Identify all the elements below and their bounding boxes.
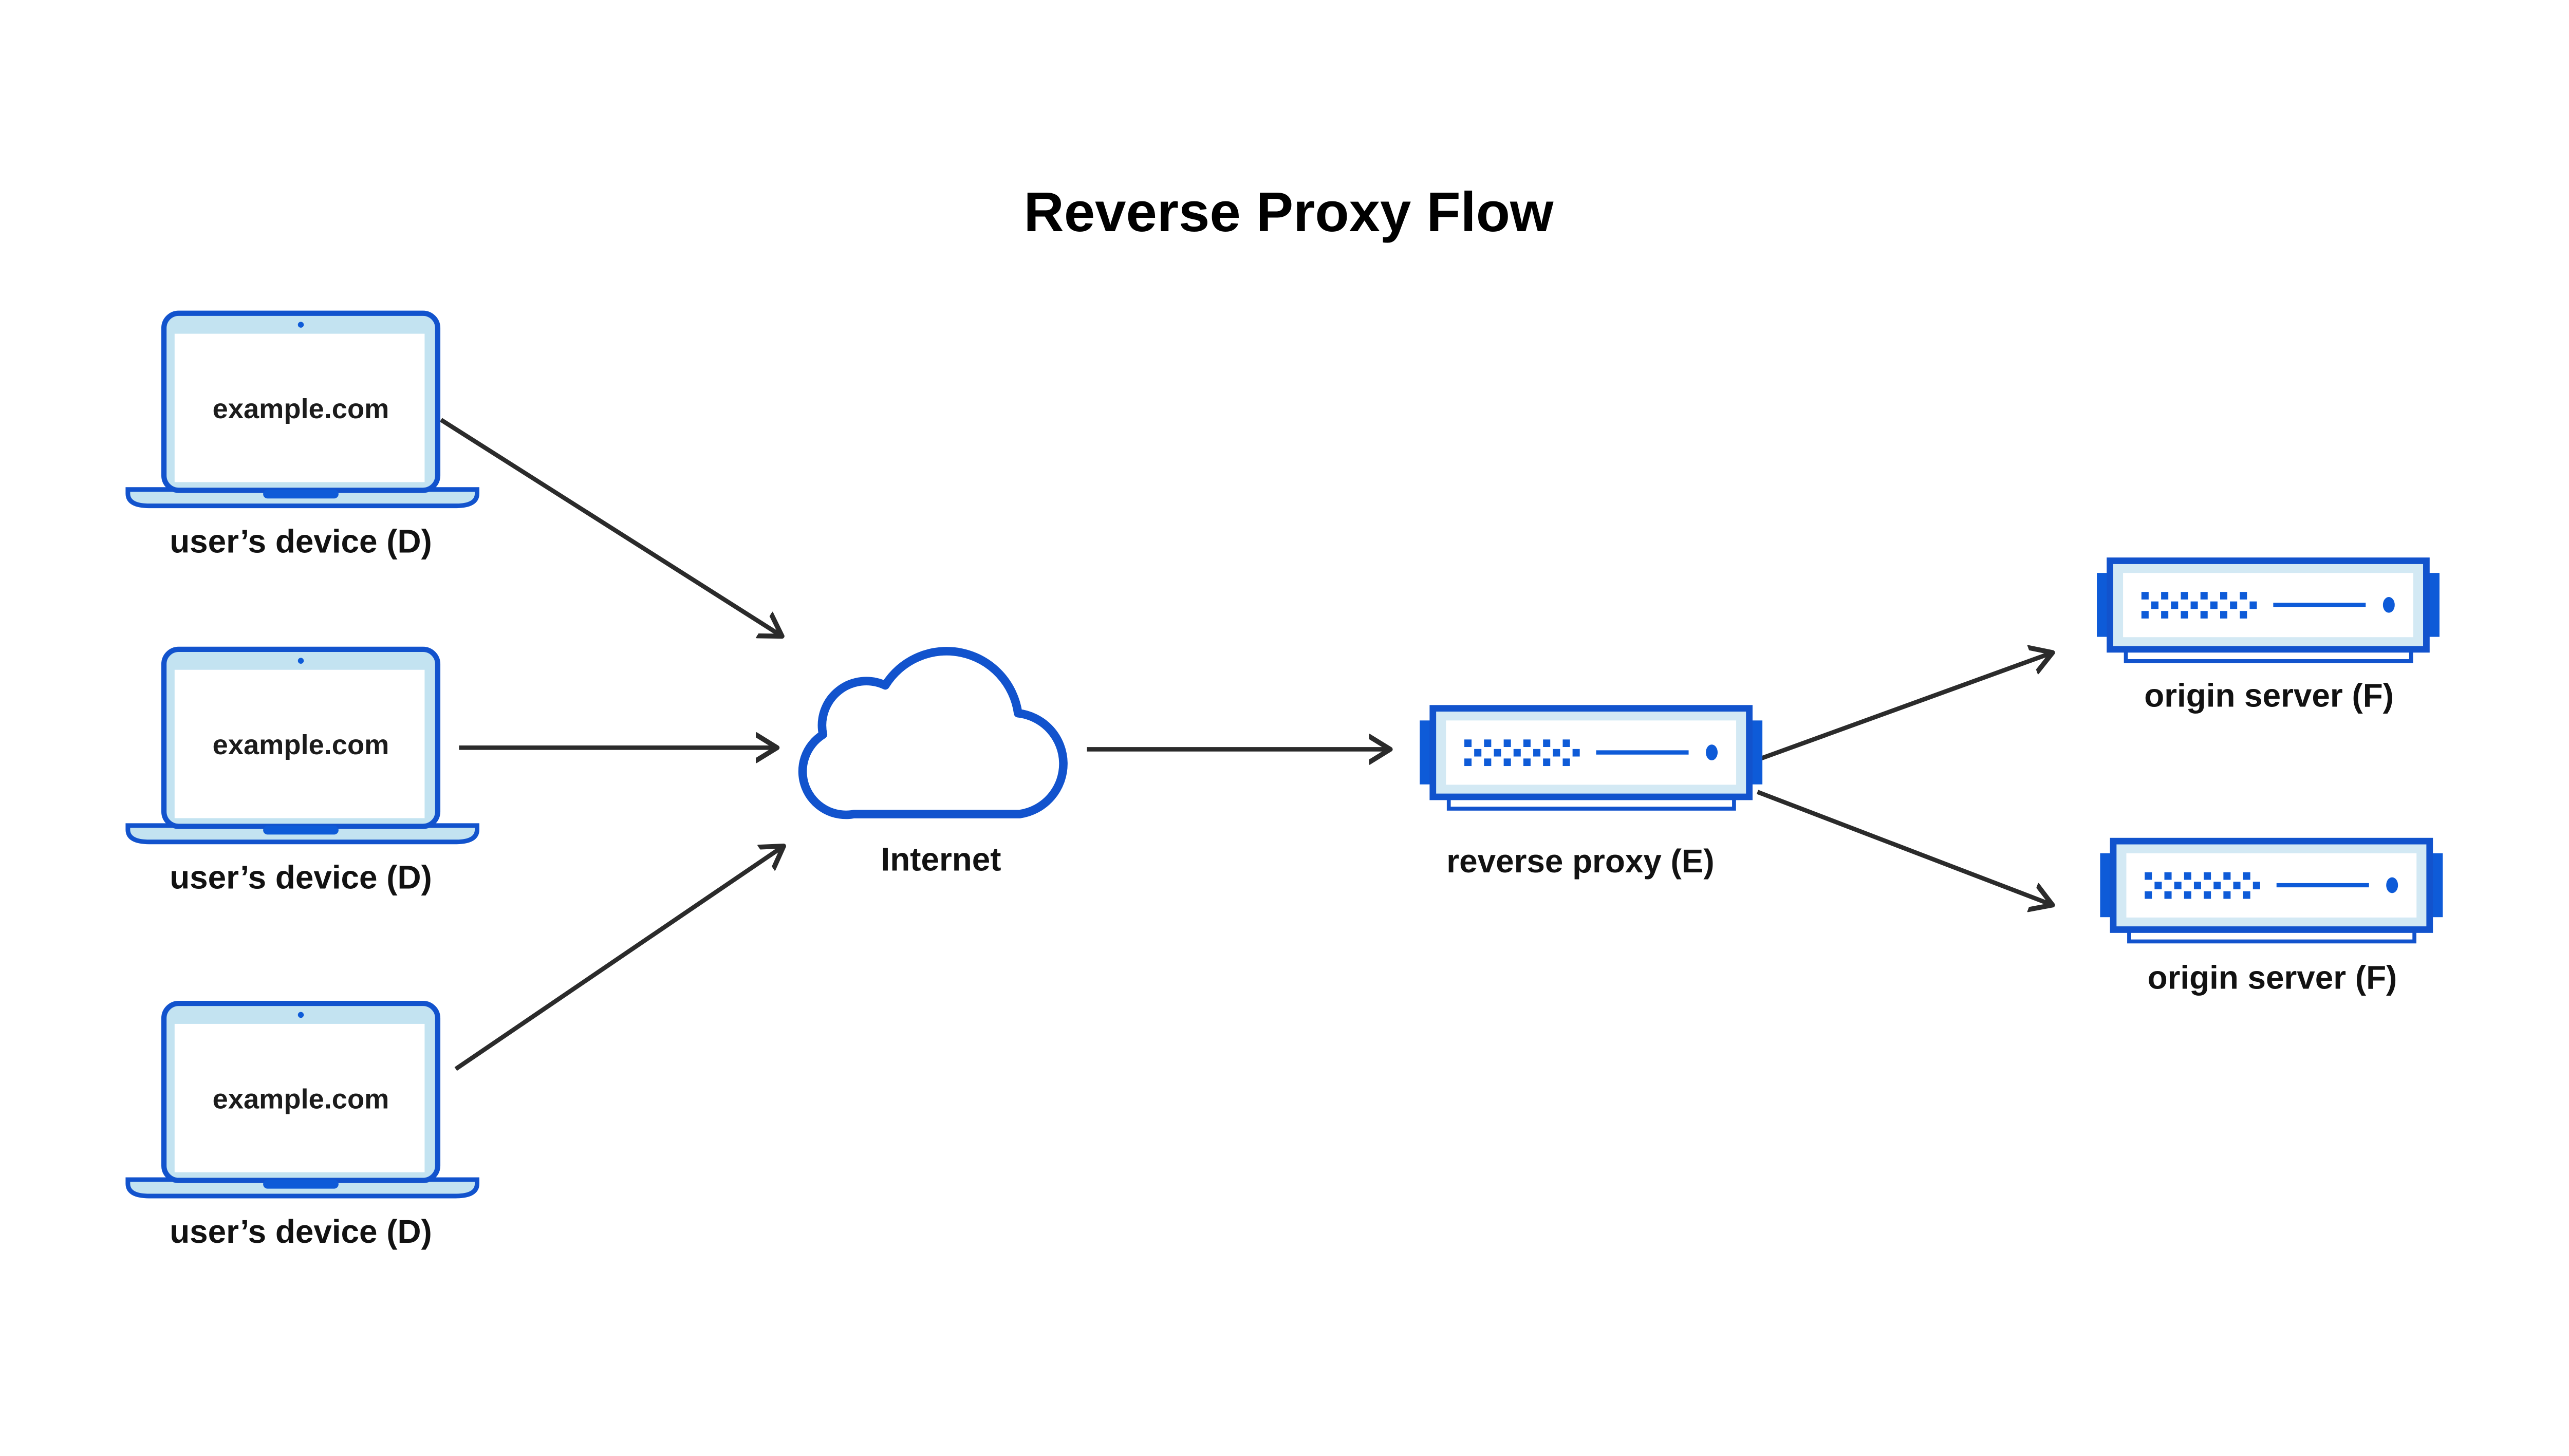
device2-label: user’s device (D) xyxy=(170,859,432,896)
origin-server-1-node: origin server (F) xyxy=(2097,561,2440,714)
arrow-device3-to-internet xyxy=(454,846,784,1071)
diagram-title: Reverse Proxy Flow xyxy=(1024,181,1554,243)
reverse-proxy-label: reverse proxy (E) xyxy=(1446,843,1714,880)
arrow-proxy-to-origin1 xyxy=(1758,652,2053,761)
origin-server-2-node: origin server (F) xyxy=(2100,841,2443,996)
device1-screen-label: example.com xyxy=(213,394,389,424)
flow-arrows xyxy=(440,418,2053,1071)
origin-server-2-label: origin server (F) xyxy=(2148,959,2397,996)
user-device-1: example.com user’s device (D) xyxy=(128,313,477,560)
server-icon xyxy=(2097,561,2440,661)
arrow-device1-to-internet xyxy=(440,418,782,636)
user-device-3: example.com user’s device (D) xyxy=(128,1003,477,1250)
device2-screen-label: example.com xyxy=(213,730,389,760)
origin-server-1-label: origin server (F) xyxy=(2144,677,2394,714)
reverse-proxy-node: reverse proxy (E) xyxy=(1420,708,1762,880)
server-icon xyxy=(1420,708,1762,809)
cloud-icon xyxy=(798,647,1068,819)
user-device-2: example.com user’s device (D) xyxy=(128,649,477,896)
device3-label: user’s device (D) xyxy=(170,1213,432,1250)
arrow-proxy-to-origin2 xyxy=(1757,790,2053,905)
server-icon xyxy=(2100,841,2443,941)
device3-screen-label: example.com xyxy=(213,1084,389,1114)
internet-label: Internet xyxy=(881,841,1001,878)
internet-node: Internet xyxy=(798,647,1068,878)
device1-label: user’s device (D) xyxy=(170,523,432,560)
